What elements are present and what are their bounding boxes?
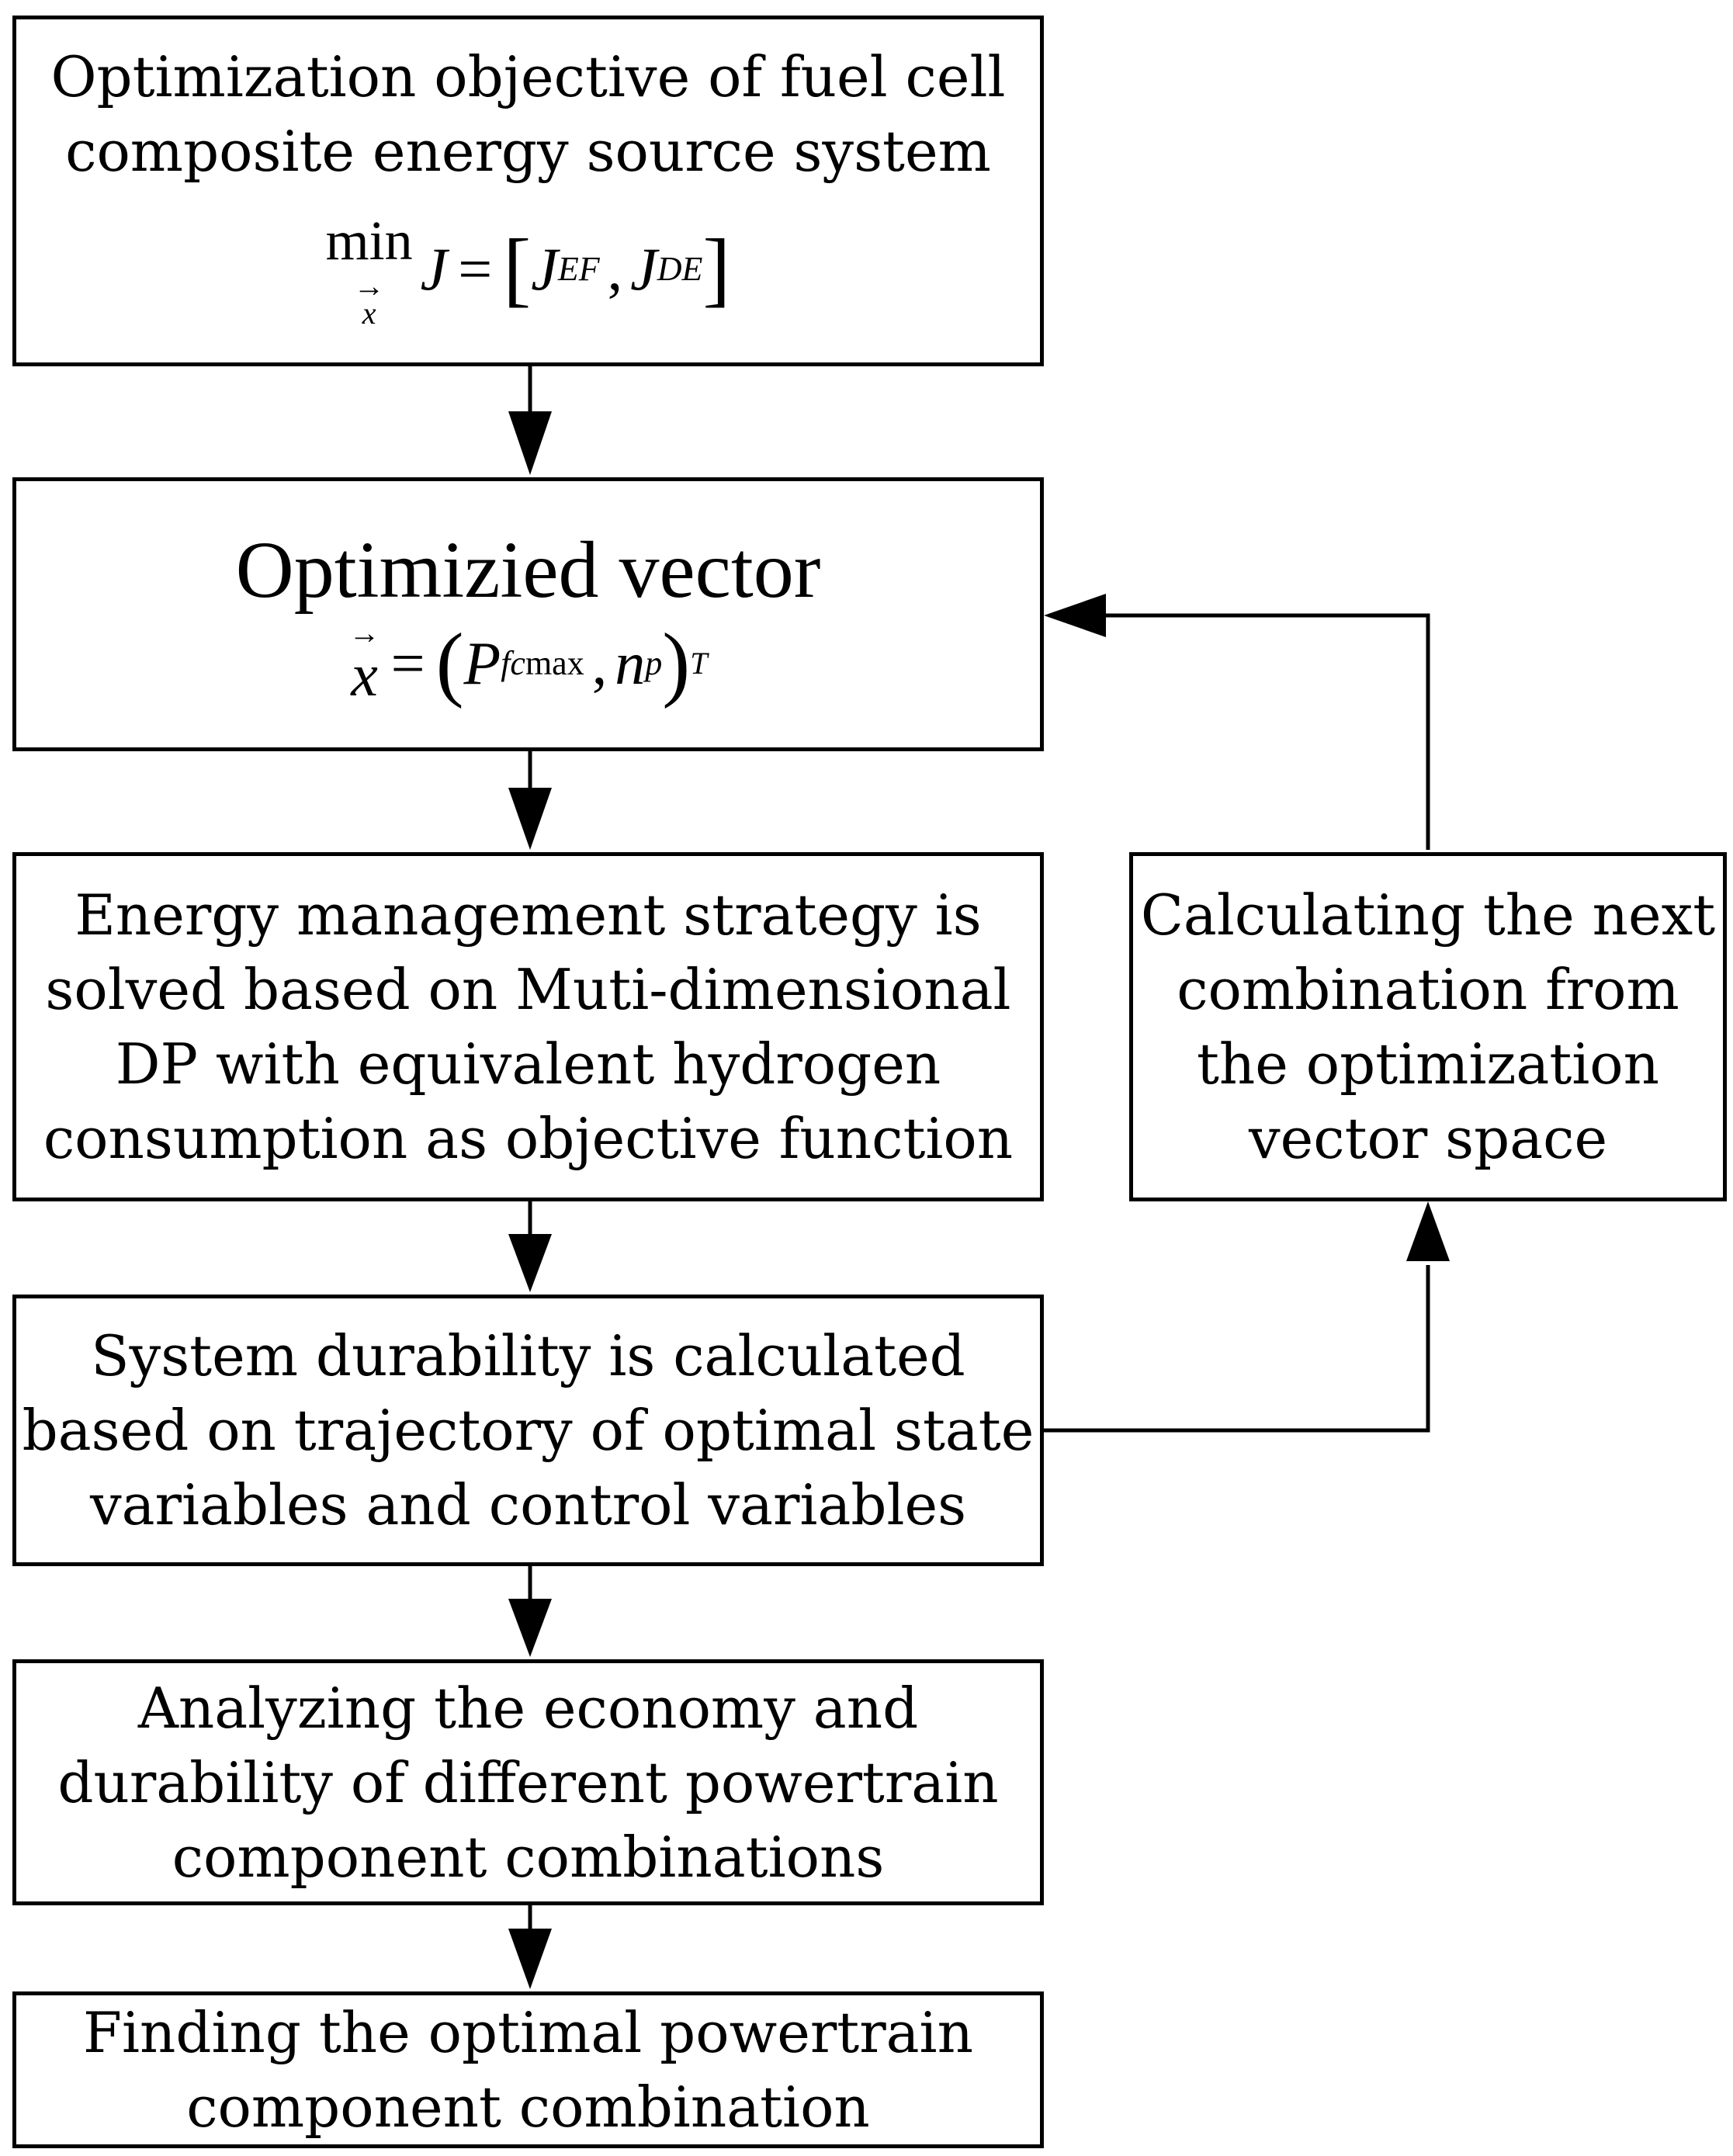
vector-x: →x xyxy=(348,615,380,709)
J-EF: J xyxy=(531,235,558,303)
arrowhead-into-analyzing xyxy=(508,1599,552,1657)
system-durability-box: System durability is calculated based on… xyxy=(12,1295,1044,1566)
objective-box: Optimization objective of fuel cell comp… xyxy=(12,16,1044,366)
left-paren: ( xyxy=(435,616,464,709)
P-subscript-max: max xyxy=(525,643,584,682)
optimized-vector-title: Optimizied vector xyxy=(235,525,821,615)
energy-line-2: solved based on Muti-dimensional xyxy=(45,957,1011,1022)
durability-line-2: based on trajectory of optimal state xyxy=(22,1398,1035,1463)
vector-equals: = xyxy=(390,629,425,697)
arrowhead-into-finding xyxy=(508,1929,552,1989)
arrowhead-into-energy xyxy=(508,788,552,850)
objective-comma: , xyxy=(607,235,623,303)
transpose-mark: T xyxy=(690,645,708,681)
next-line-2: combination from xyxy=(1177,957,1679,1022)
objective-equals: = xyxy=(458,235,493,303)
analyzing-line-2: durability of different powertrain xyxy=(57,1749,999,1815)
energy-line-3: DP with equivalent hydrogen xyxy=(115,1031,941,1097)
next-combination-box: Calculating the next combination from th… xyxy=(1129,852,1727,1201)
objective-line-2: composite energy source system xyxy=(65,118,991,184)
J-DE: J xyxy=(630,235,657,303)
vector-P: P xyxy=(463,629,501,697)
feedback-next-to-vector-line xyxy=(1094,613,1430,850)
next-line-1: Calculating the next xyxy=(1140,882,1716,948)
energy-management-box: Energy management strategy is solved bas… xyxy=(12,852,1044,1201)
objective-J: J xyxy=(420,235,448,303)
analyzing-line-3: component combinations xyxy=(172,1824,885,1890)
J-EF-subscript: EF xyxy=(557,250,600,288)
n-subscript: p xyxy=(645,643,663,682)
finding-line-1: Finding the optimal powertrain xyxy=(83,2000,973,2065)
finding-line-2: component combination xyxy=(186,2075,870,2140)
min-operator: min →x xyxy=(325,209,413,331)
next-line-4: vector space xyxy=(1248,1106,1608,1171)
next-line-3: the optimization xyxy=(1196,1031,1660,1097)
finding-box: Finding the optimal powertrain component… xyxy=(12,1991,1044,2148)
energy-line-4: consumption as objective function xyxy=(43,1106,1014,1171)
durability-line-1: System durability is calculated xyxy=(91,1323,965,1388)
arrowhead-into-next-combination xyxy=(1406,1201,1450,1261)
J-DE-subscript: DE xyxy=(657,250,703,288)
min-variable: →x xyxy=(353,268,385,331)
arrowhead-into-durability xyxy=(508,1234,552,1292)
left-bracket: [ xyxy=(503,223,532,315)
objective-line-1: Optimization objective of fuel cell xyxy=(50,43,1006,109)
arrowhead-into-vector-from-right xyxy=(1044,594,1106,637)
analyzing-line-1: Analyzing the economy and xyxy=(137,1675,919,1741)
right-paren: ) xyxy=(662,616,691,709)
vector-n: n xyxy=(615,629,646,697)
analyzing-box: Analyzing the economy and durability of … xyxy=(12,1659,1044,1905)
energy-line-1: Energy management strategy is xyxy=(75,882,982,948)
durability-line-3: variables and control variables xyxy=(89,1472,967,1537)
vector-comma: , xyxy=(591,629,608,697)
P-subscript-fc: fc xyxy=(501,643,525,682)
feedback-durability-to-next-line xyxy=(1044,1265,1430,1433)
right-bracket: ] xyxy=(702,223,731,315)
arrowhead-into-vector xyxy=(508,411,552,475)
